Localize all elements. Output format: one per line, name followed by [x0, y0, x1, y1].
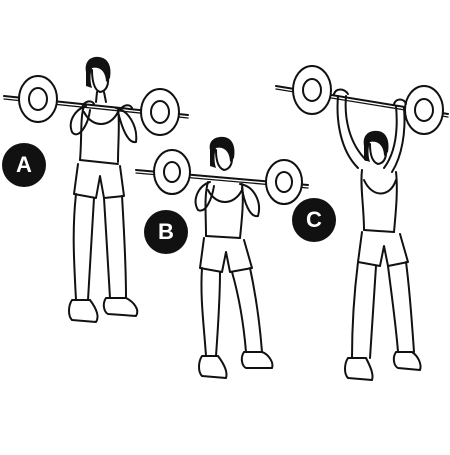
- step-badge-b: B: [144, 210, 188, 254]
- legs-a: [68, 193, 139, 323]
- torso-b: [199, 181, 253, 273]
- arms-c: [333, 88, 407, 173]
- step-label-b: B: [158, 219, 174, 244]
- head-b: [209, 136, 235, 171]
- torso-c: [357, 169, 409, 267]
- head-c: [363, 130, 389, 165]
- figure-a: [3, 56, 189, 323]
- barbell-c: [275, 65, 449, 135]
- step-badge-a: A: [2, 143, 46, 187]
- arms-b: [194, 181, 260, 218]
- figure-c: [275, 65, 449, 381]
- head-a: [85, 56, 111, 103]
- figure-b: [135, 136, 309, 379]
- barbell-a: [3, 75, 189, 136]
- step-label-a: A: [16, 152, 32, 177]
- barbell-b: [135, 149, 309, 205]
- legs-c: [344, 261, 422, 381]
- step-badge-c: C: [292, 198, 336, 242]
- step-label-c: C: [306, 207, 322, 232]
- arms-a: [69, 100, 138, 144]
- torso-a: [73, 105, 125, 199]
- legs-b: [198, 267, 274, 379]
